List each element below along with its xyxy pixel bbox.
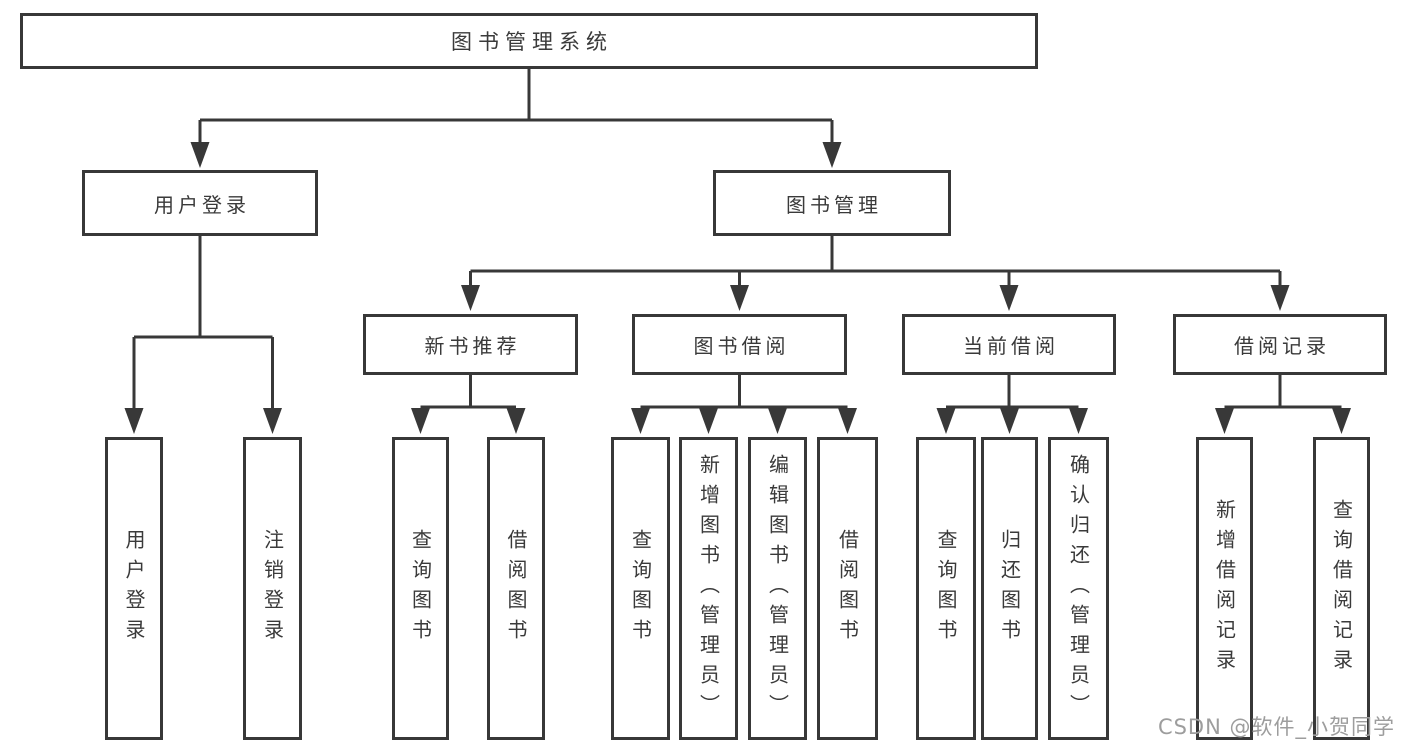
leaf-br-add-record: 新增借阅记录 [1196, 437, 1253, 740]
leaf-bb-query-books: 查询图书 [611, 437, 670, 740]
csdn-watermark: CSDN @软件_小贺同学 [1157, 715, 1395, 739]
node-current-borrowing: 当前借阅 [902, 314, 1116, 375]
leaf-user-login: 用户登录 [105, 437, 163, 740]
node-user-login: 用户登录 [82, 170, 318, 236]
node-book-management: 图书管理 [713, 170, 951, 236]
node-book-borrowing: 图书借阅 [632, 314, 847, 375]
leaf-cb-query-books: 查询图书 [916, 437, 976, 740]
leaf-cb-confirm-return-admin: 确认归还（管理员） [1048, 437, 1109, 740]
leaf-bb-edit-books-admin: 编辑图书（管理员） [748, 437, 807, 740]
leaf-logout: 注销登录 [243, 437, 302, 740]
arrowheads [124, 142, 1351, 434]
leaf-cb-return-books: 归还图书 [981, 437, 1038, 740]
node-new-book-recommend: 新书推荐 [363, 314, 578, 375]
node-borrowing-records: 借阅记录 [1173, 314, 1387, 375]
leaf-nbr-query-books: 查询图书 [392, 437, 449, 740]
node-root: 图书管理系统 [20, 13, 1038, 69]
leaf-br-query-record: 查询借阅记录 [1313, 437, 1370, 740]
leaf-bb-add-books-admin: 新增图书（管理员） [679, 437, 738, 740]
leaf-nbr-borrow-books: 借阅图书 [487, 437, 545, 740]
leaf-bb-borrow-books: 借阅图书 [817, 437, 878, 740]
